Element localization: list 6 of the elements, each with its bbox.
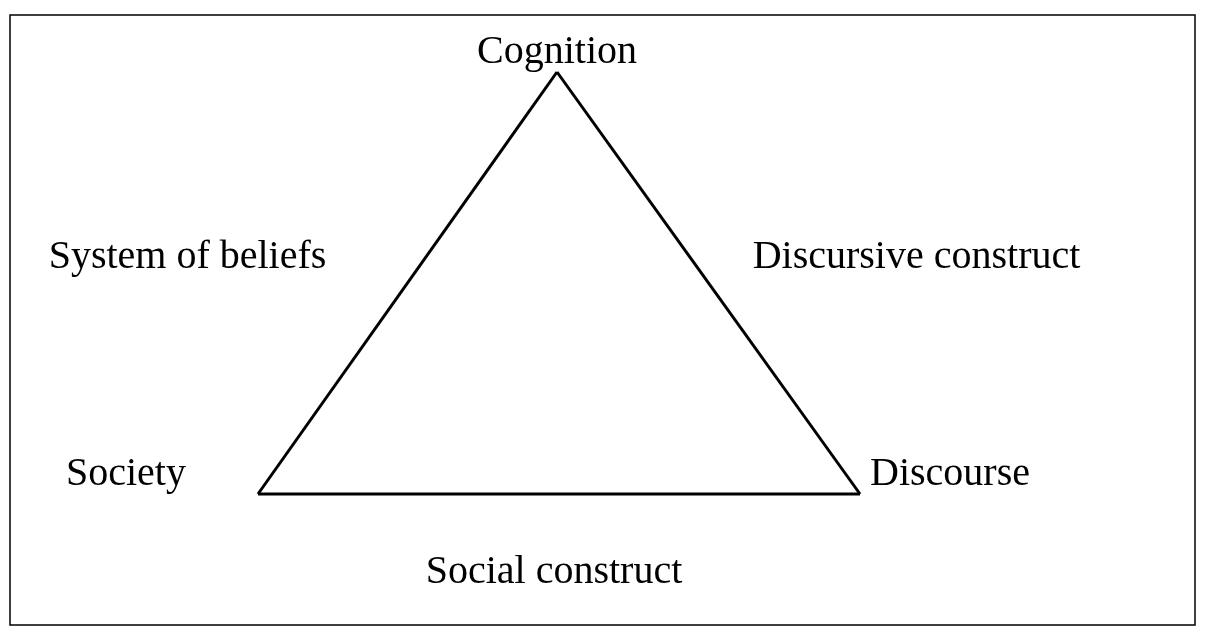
triangle-side (256, 71, 559, 495)
vertex-label: Discourse (870, 450, 1030, 494)
triangle-side (258, 492, 860, 496)
vertex-label: Society (66, 450, 186, 494)
vertex-label: Cognition (477, 28, 637, 72)
triangle-side (555, 71, 862, 495)
